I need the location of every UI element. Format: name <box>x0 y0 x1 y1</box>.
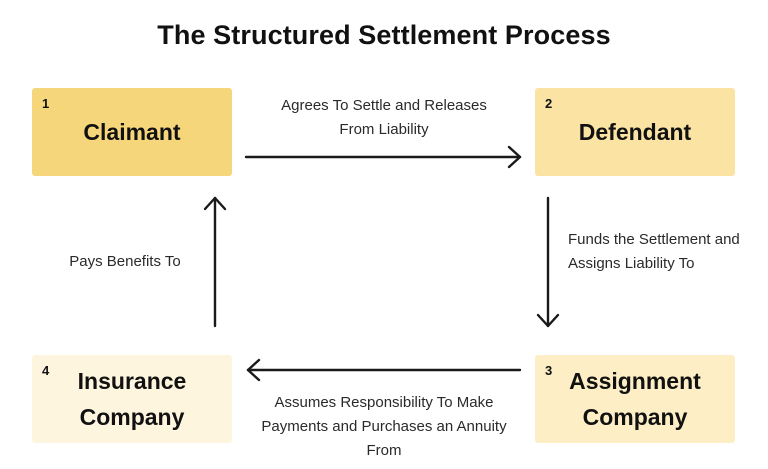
node-number: 4 <box>42 363 50 378</box>
node-label: Insurance Company <box>77 368 187 430</box>
node-assignment-company: 3 Assignment Company <box>535 355 735 443</box>
arrow-defendant-to-assignment <box>536 196 560 328</box>
node-defendant: 2 Defendant <box>535 88 735 176</box>
arrow-insurance-to-claimant <box>203 196 227 328</box>
node-number: 1 <box>42 96 50 111</box>
arrow-assignment-to-insurance <box>246 358 522 382</box>
node-insurance-company: 4 Insurance Company <box>32 355 232 443</box>
node-label: Assignment Company <box>569 368 701 430</box>
edge-label-assignment-to-insurance: Assumes Responsibility To Make Payments … <box>261 394 507 459</box>
edge-label-claimant-to-defendant: Agrees To Settle and Releases From Liabi… <box>281 97 487 138</box>
edge-label-insurance-to-claimant: Pays Benefits To <box>69 253 181 270</box>
node-number: 2 <box>545 96 553 111</box>
arrow-claimant-to-defendant <box>244 145 522 169</box>
node-label: Claimant <box>83 119 181 145</box>
edge-label-defendant-to-assignment: Funds the Settlement and Assigns Liabili… <box>568 231 740 272</box>
node-label: Defendant <box>578 119 692 145</box>
node-number: 3 <box>545 363 553 378</box>
node-claimant: 1 Claimant <box>32 88 232 176</box>
diagram-title: The Structured Settlement Process <box>157 20 611 50</box>
